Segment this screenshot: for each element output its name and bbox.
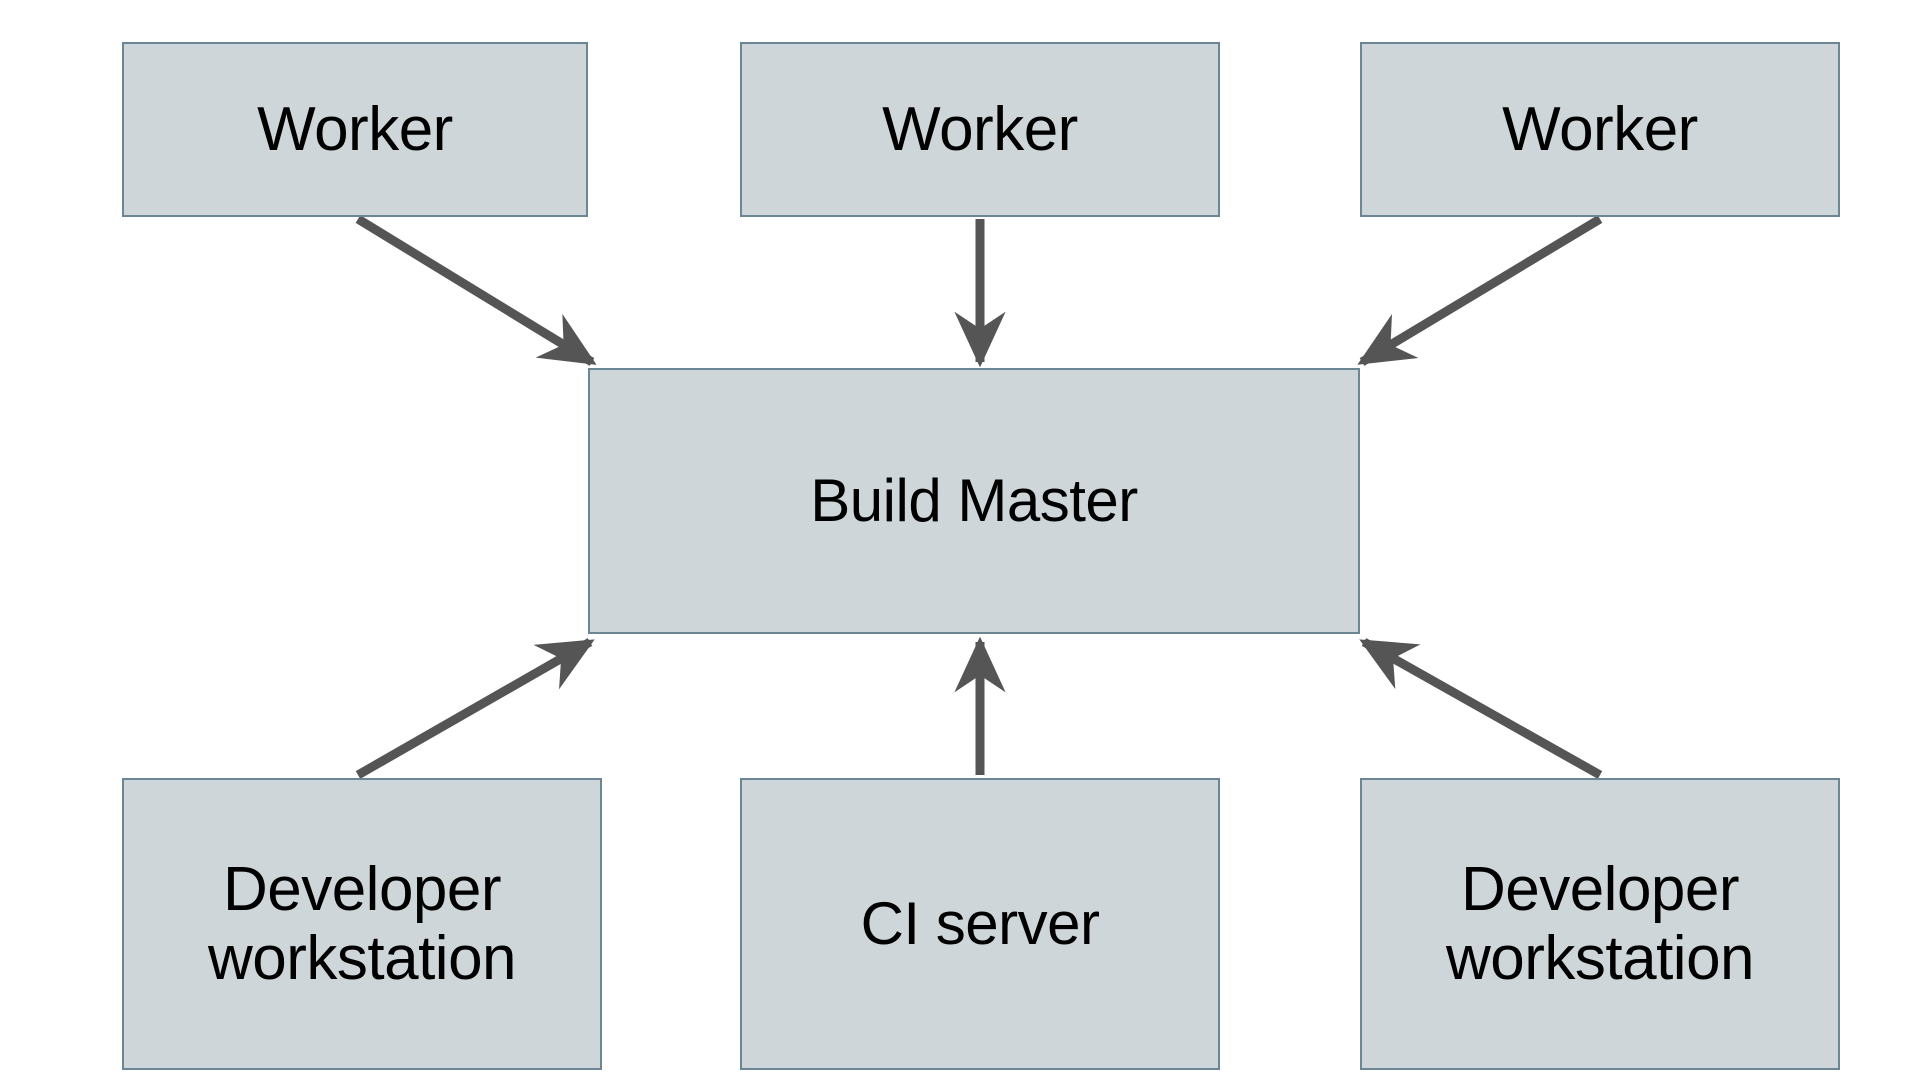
node-developer-workstation-1[interactable]: Developer workstation bbox=[122, 778, 602, 1070]
node-developer-workstation-2-label: Developer workstation bbox=[1445, 854, 1755, 993]
node-developer-workstation-2[interactable]: Developer workstation bbox=[1360, 778, 1840, 1070]
edge-worker1-to-build-master bbox=[355, 215, 597, 366]
node-build-master-label: Build Master bbox=[810, 467, 1138, 535]
node-developer-workstation-1-label: Developer workstation bbox=[207, 854, 517, 993]
edge-devws2-to-build-master bbox=[1359, 638, 1603, 779]
node-ci-server[interactable]: CI server bbox=[740, 778, 1220, 1070]
edge-worker3-to-build-master bbox=[1357, 215, 1603, 366]
node-ci-server-label: CI server bbox=[860, 890, 1100, 958]
node-worker-2-label: Worker bbox=[882, 94, 1078, 164]
node-worker-1-label: Worker bbox=[257, 94, 453, 164]
node-build-master[interactable]: Build Master bbox=[588, 368, 1360, 634]
edge-devws1-to-build-master bbox=[355, 638, 595, 779]
node-worker-2[interactable]: Worker bbox=[740, 42, 1220, 217]
node-worker-3[interactable]: Worker bbox=[1360, 42, 1840, 217]
node-worker-1[interactable]: Worker bbox=[122, 42, 588, 217]
node-worker-3-label: Worker bbox=[1502, 94, 1698, 164]
